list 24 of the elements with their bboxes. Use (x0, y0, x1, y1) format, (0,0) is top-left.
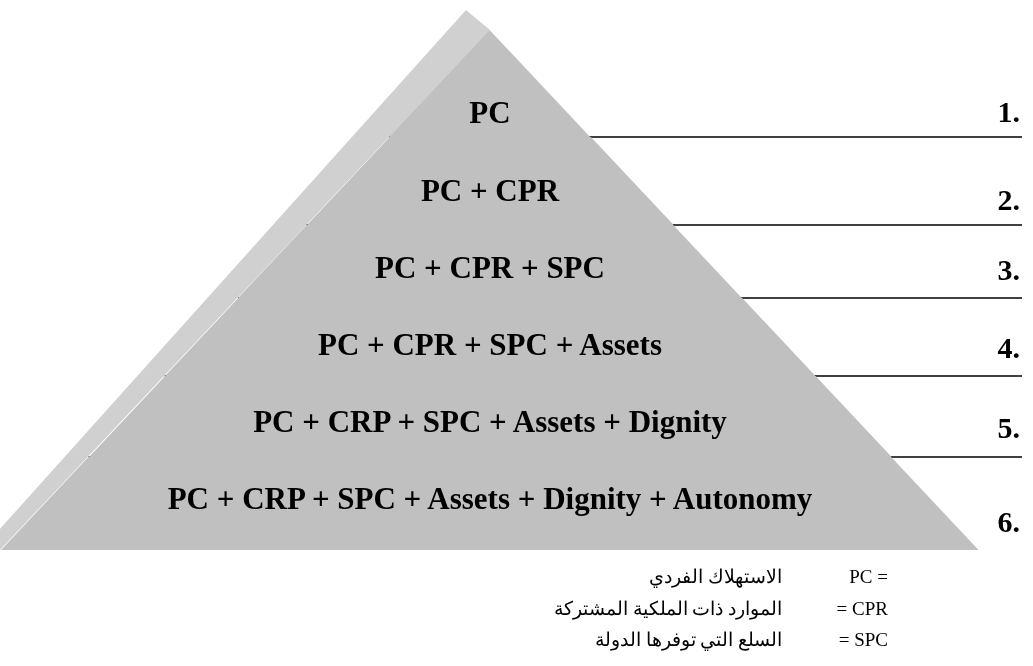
level-number: 1. (997, 95, 1020, 129)
pyramid-tier (238, 225, 742, 298)
level-number: 2. (997, 183, 1020, 217)
pyramid-tier (164, 298, 816, 376)
level-number: 6. (997, 505, 1020, 539)
tier-label: PC + CRP + SPC + Assets + Dignity (252, 404, 728, 440)
level-number: 5. (997, 411, 1020, 445)
pyramid-tier (306, 137, 674, 225)
level-number: 3. (997, 253, 1020, 287)
tier-label: PC + CPR (419, 173, 561, 209)
tier-label: PC + CRP + SPC + Assets + Dignity + Autonomy (166, 481, 814, 517)
pyramid-tier (389, 30, 591, 137)
definition-text: السلع التي توفرها الدولة (594, 628, 782, 652)
pyramid-tier (88, 376, 892, 457)
abbreviation: = CPR (836, 597, 888, 621)
tier-label: PC (468, 95, 512, 131)
tier-label: PC + CPR + SPC + Assets (316, 327, 663, 363)
abbreviation: = SPC (838, 628, 888, 652)
abbreviation: PC = (849, 565, 888, 589)
tier-label: PC + CPR + SPC (374, 250, 606, 286)
level-number: 4. (997, 331, 1020, 365)
definition-text: الاستهلاك الفردي (649, 565, 782, 589)
definition-text: الموارد ذات الملكية المشتركة (553, 597, 782, 621)
pyramid-tier (1, 457, 979, 550)
